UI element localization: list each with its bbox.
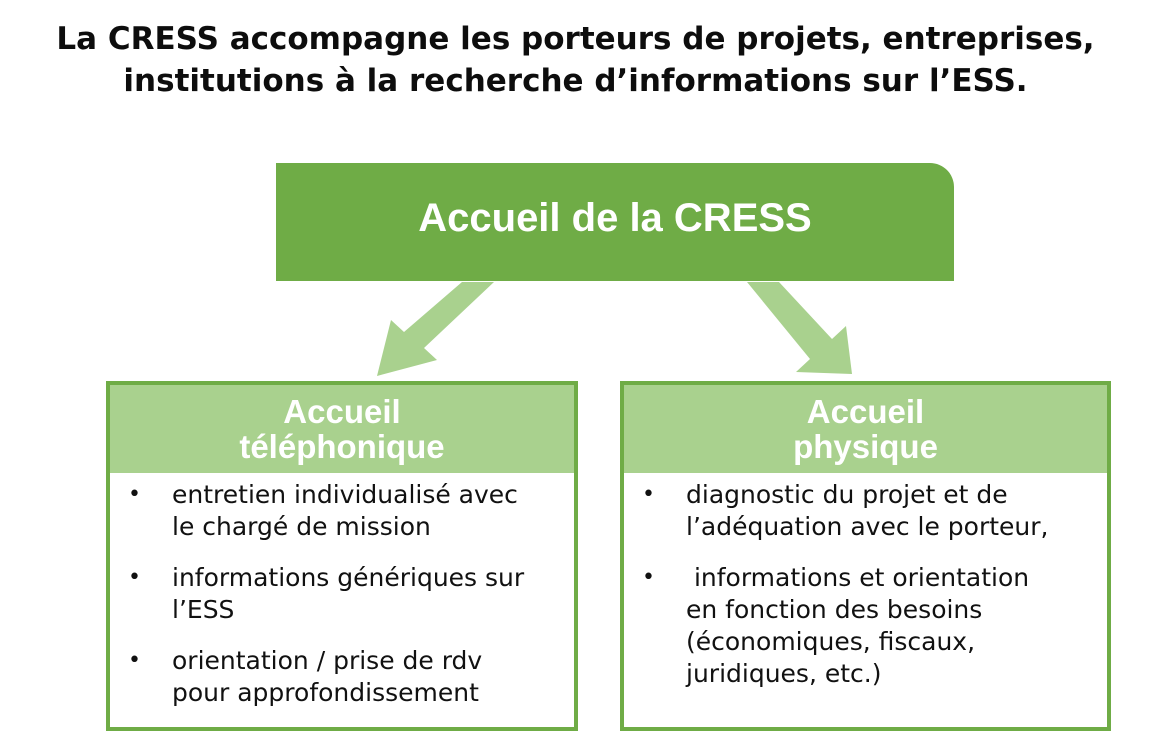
bullet: •: [642, 482, 655, 507]
bullet: •: [128, 648, 141, 673]
accueil-cress-label: Accueil de la CRESS: [418, 195, 812, 240]
headline-line-1: La CRESS accompagne les porteurs de proj…: [56, 21, 1095, 57]
item-line: le chargé de mission: [172, 512, 431, 541]
headline: La CRESS accompagne les porteurs de proj…: [0, 18, 1151, 102]
item-line: entretien individualisé avec: [172, 480, 518, 509]
accueil-physique-header: Accueil physique: [624, 385, 1107, 473]
item-line: juridiques, etc.): [686, 659, 882, 688]
item-line: informations génériques sur: [172, 563, 525, 592]
item-line: l’ESS: [172, 595, 235, 624]
item-line: informations et orientation: [686, 563, 1030, 592]
item-line: orientation / prise de rdv: [172, 646, 483, 675]
item-line: (économiques, fiscaux,: [686, 627, 976, 656]
list-item: • entretien individualisé avec le chargé…: [128, 479, 574, 543]
item-line: diagnostic du projet et de: [686, 480, 1008, 509]
card-title-line-1: Accueil: [806, 393, 925, 430]
list-item: • diagnostic du projet et de l’adéquatio…: [642, 479, 1107, 543]
arrow-to-physique: [747, 282, 852, 374]
item-line: pour approfondissement: [172, 678, 479, 707]
accueil-telephonique-header: Accueil téléphonique: [110, 385, 574, 473]
bullet: •: [642, 565, 655, 590]
telephonique-list: • entretien individualisé avec le chargé…: [110, 473, 574, 709]
headline-line-2: institutions à la recherche d’informatio…: [123, 63, 1028, 99]
list-item: • orientation / prise de rdv pour approf…: [128, 645, 574, 709]
item-line: l’adéquation avec le porteur,: [686, 512, 1049, 541]
accueil-telephonique-card: Accueil téléphonique • entretien individ…: [106, 381, 578, 731]
bullet: •: [128, 482, 141, 507]
list-item: • informations génériques sur l’ESS: [128, 562, 574, 626]
item-line: en fonction des besoins: [686, 595, 983, 624]
accueil-physique-card: Accueil physique • diagnostic du projet …: [620, 381, 1111, 731]
accueil-cress-box: Accueil de la CRESS: [276, 163, 954, 281]
arrow-to-telephonique: [377, 282, 494, 376]
card-title-line-2: téléphonique: [239, 428, 445, 465]
card-title-line-2: physique: [793, 428, 938, 465]
card-title-line-1: Accueil: [283, 393, 401, 430]
list-item: • informations et orientation en fonctio…: [642, 562, 1107, 690]
bullet: •: [128, 565, 141, 590]
physique-list: • diagnostic du projet et de l’adéquatio…: [624, 473, 1107, 690]
